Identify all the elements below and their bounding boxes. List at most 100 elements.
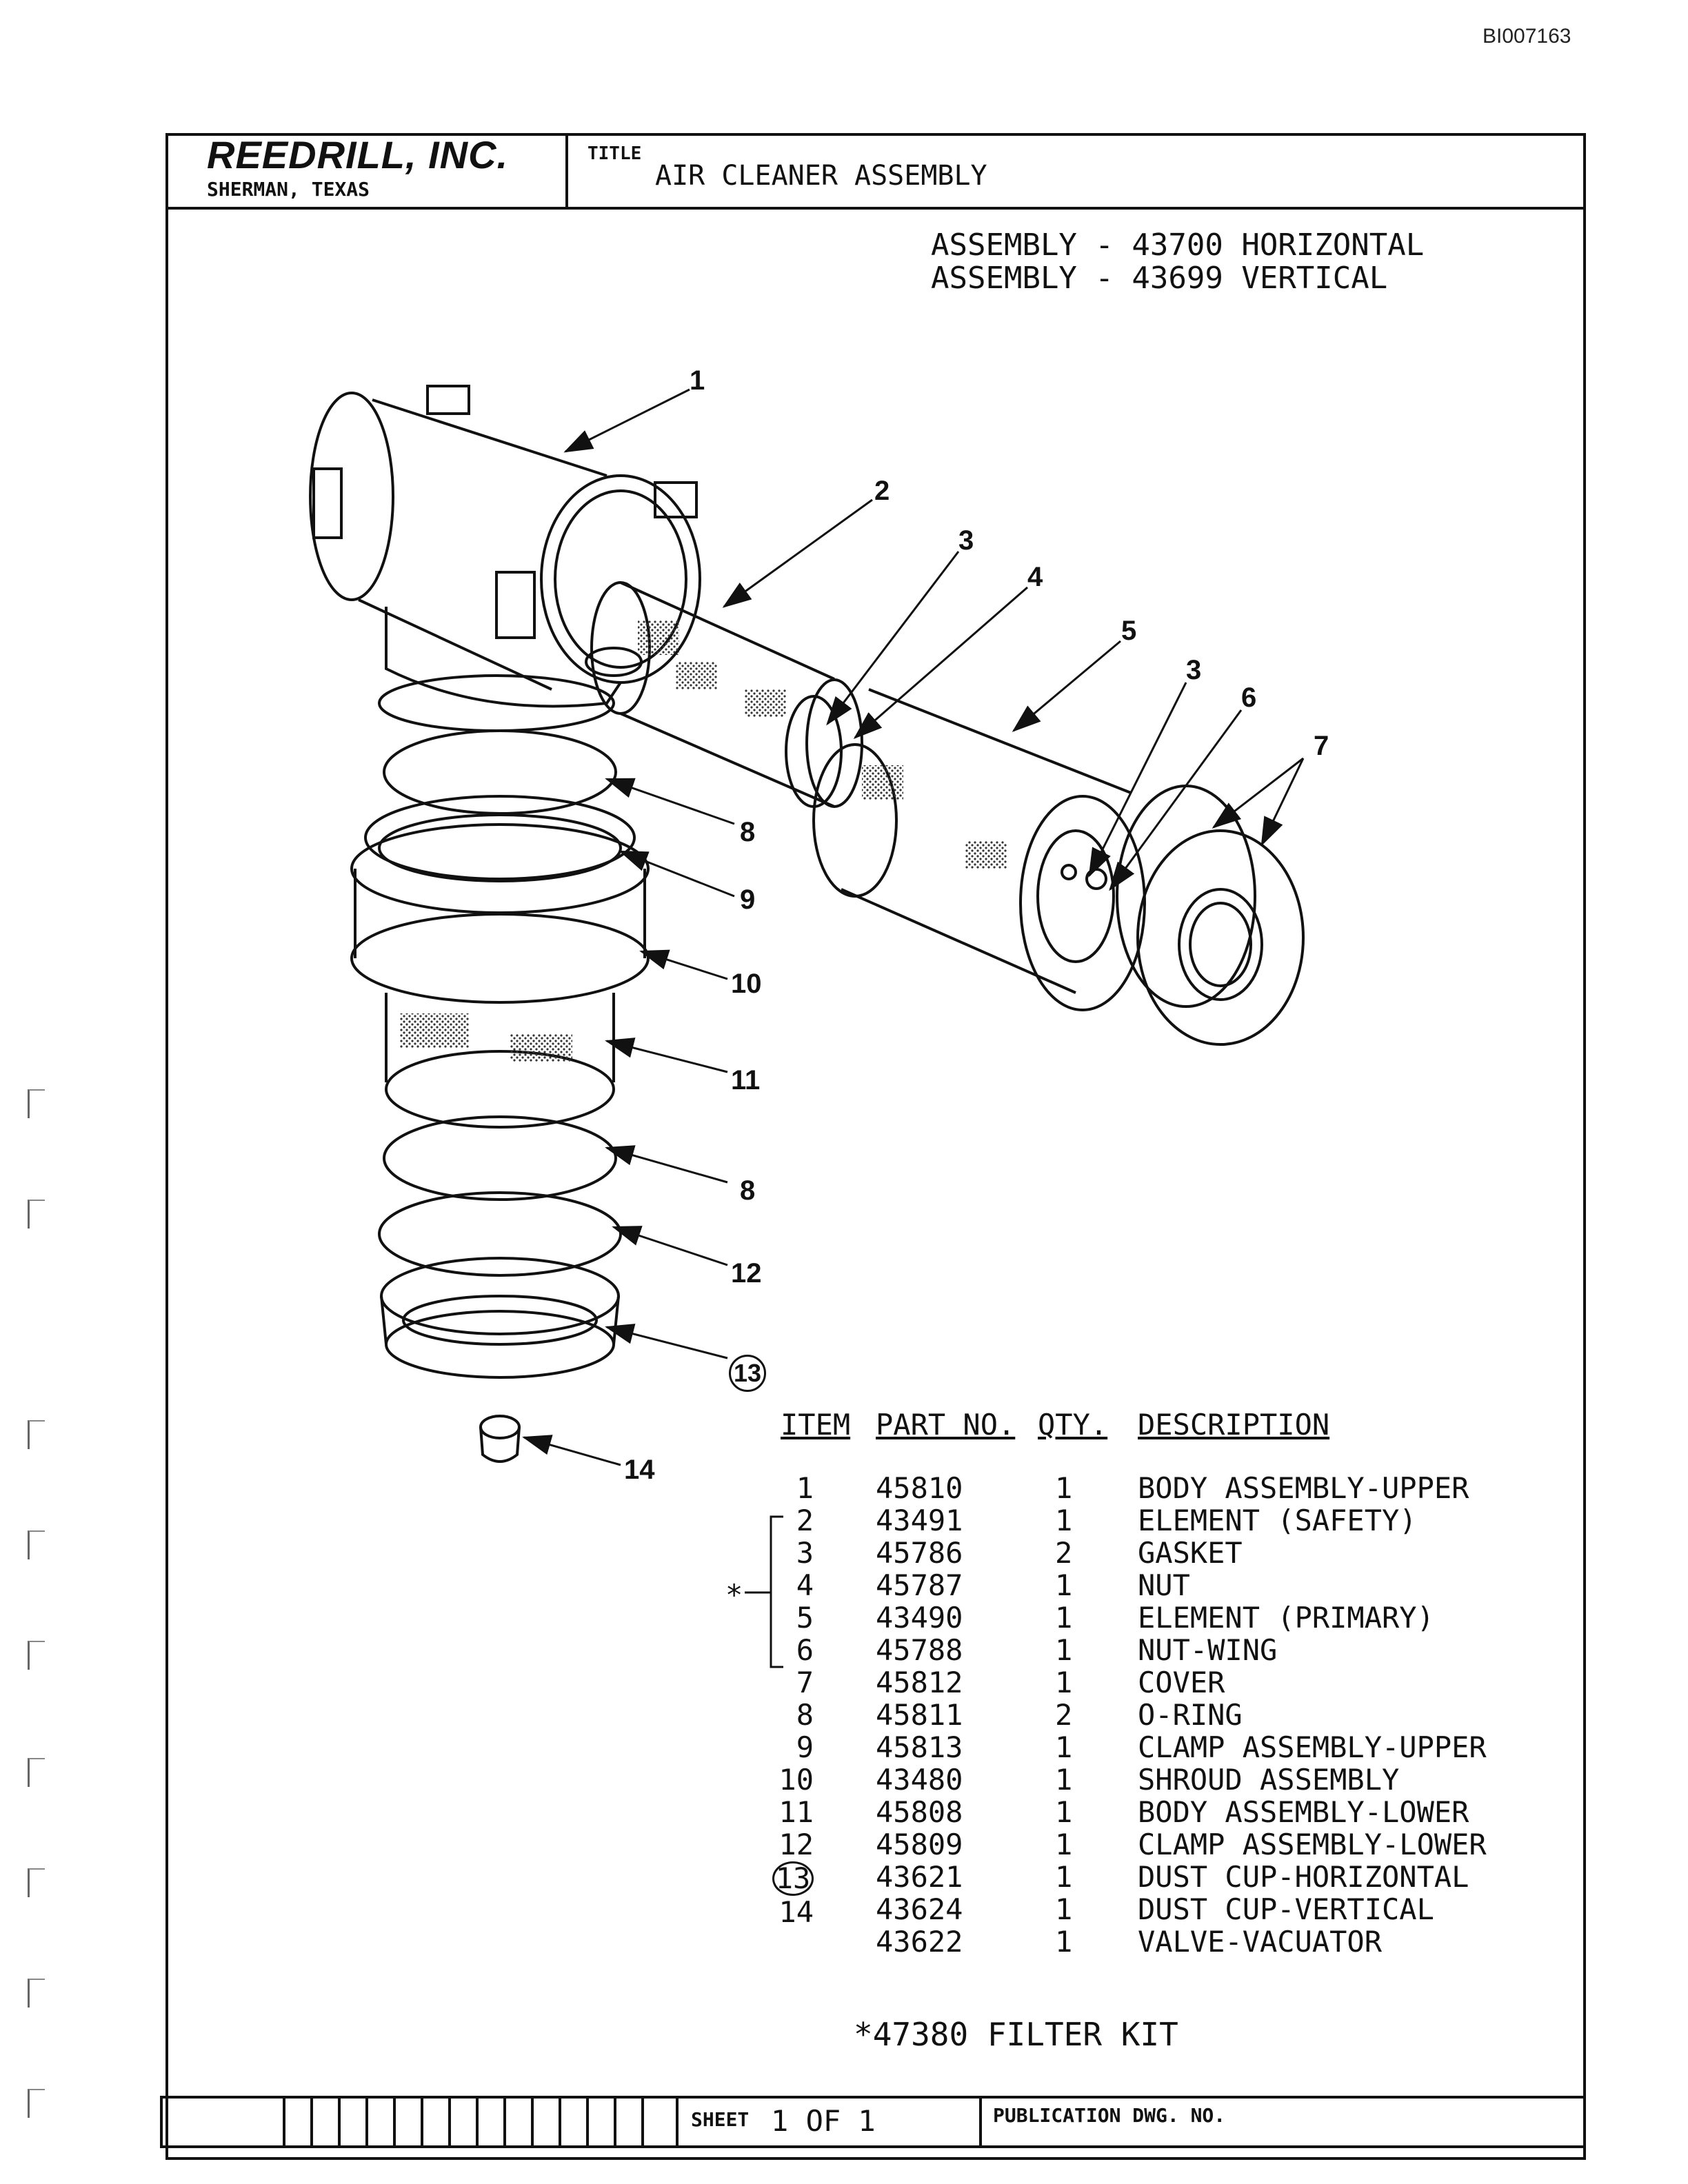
item-cell: 12 xyxy=(778,1828,814,1861)
qty-cell: 1 xyxy=(1055,1828,1073,1861)
item-cell: 9 xyxy=(796,1730,814,1764)
item-cell: 4 xyxy=(796,1568,814,1602)
callout-9: 9 xyxy=(740,884,756,915)
item-column: 1 2 3 4 5 6 7 8 9 10 11 12 13 14 xyxy=(772,1472,814,1928)
callout-8: 8 xyxy=(740,817,756,847)
callout-14: 14 xyxy=(624,1455,655,1485)
qty-cell: 1 xyxy=(1055,1892,1073,1926)
sheet-cell xyxy=(676,2096,979,2148)
qty-cell: 1 xyxy=(1055,1860,1073,1894)
part-cell: 45787 xyxy=(876,1568,963,1602)
desc-cell: NUT xyxy=(1138,1568,1190,1602)
part-cell: 43490 xyxy=(876,1601,963,1635)
revision-cell xyxy=(559,2096,586,2148)
callout-3: 3 xyxy=(958,525,974,556)
part-cell: 45811 xyxy=(876,1698,963,1732)
filter-kit-note: *47380 FILTER KIT xyxy=(854,2016,1178,2053)
revision-cell xyxy=(476,2096,503,2148)
part-cell: 45813 xyxy=(876,1730,963,1764)
margin-mark xyxy=(28,1758,45,1787)
desc-cell: SHROUD ASSEMBLY xyxy=(1138,1763,1400,1797)
part-cell: 45812 xyxy=(876,1666,963,1699)
desc-cell: O-RING xyxy=(1138,1698,1243,1732)
callout-4: 4 xyxy=(1027,562,1043,592)
callout-5: 5 xyxy=(1121,616,1137,646)
callout-7: 7 xyxy=(1314,731,1329,761)
qty-cell: 1 xyxy=(1055,1925,1073,1959)
desc-cell: CLAMP ASSEMBLY-UPPER xyxy=(1138,1730,1487,1764)
assembly-vertical: ASSEMBLY - 43699 VERTICAL xyxy=(931,261,1388,296)
pub-cell-divider xyxy=(979,2096,982,2148)
title-label: TITLE xyxy=(587,143,642,164)
qty-cell: 1 xyxy=(1055,1795,1073,1829)
revision-cell xyxy=(641,2096,669,2148)
col-header-part: PART NO. xyxy=(876,1408,1016,1442)
margin-mark xyxy=(28,2089,45,2118)
part-cell: 45788 xyxy=(876,1633,963,1667)
kit-marker: * xyxy=(725,1578,743,1612)
part-cell: 45809 xyxy=(876,1828,963,1861)
header-divider xyxy=(165,207,1586,210)
callout-10: 10 xyxy=(731,969,762,999)
item-cell: 11 xyxy=(778,1795,814,1829)
qty-cell: 1 xyxy=(1055,1471,1073,1505)
revision-cell xyxy=(586,2096,614,2148)
part-cell: 45786 xyxy=(876,1536,963,1570)
item-cell: 14 xyxy=(778,1895,814,1929)
revision-cell xyxy=(531,2096,559,2148)
item-cell: 2 xyxy=(796,1504,814,1537)
sheet-label: SHEET xyxy=(691,2108,750,2131)
revision-cell xyxy=(338,2096,365,2148)
drawing-title: AIR CLEANER ASSEMBLY xyxy=(655,160,987,192)
desc-cell: VALVE-VACUATOR xyxy=(1138,1925,1383,1959)
drawing-frame xyxy=(165,133,1586,2160)
upper-body-part xyxy=(309,385,701,732)
revision-cell xyxy=(365,2096,393,2148)
part-column: 45810 43491 45786 45787 43490 45788 4581… xyxy=(876,1472,963,1958)
desc-cell: BODY ASSEMBLY-LOWER xyxy=(1138,1795,1469,1829)
revision-cell xyxy=(421,2096,448,2148)
lower-stack-part xyxy=(350,729,650,1463)
margin-mark xyxy=(28,1420,45,1449)
sheet-number: 1 OF 1 xyxy=(771,2104,876,2138)
margin-mark xyxy=(28,1200,45,1228)
revision-cell xyxy=(503,2096,531,2148)
revision-cell xyxy=(614,2096,641,2148)
header-vertical-divider xyxy=(565,133,568,207)
callout-12: 12 xyxy=(731,1258,762,1288)
callout-1: 1 xyxy=(690,365,705,396)
callout-11: 11 xyxy=(731,1065,761,1095)
desc-cell: GASKET xyxy=(1138,1536,1243,1570)
item-cell: 10 xyxy=(778,1763,814,1797)
desc-cell: CLAMP ASSEMBLY-LOWER xyxy=(1138,1828,1487,1861)
item-cell-circled: 13 xyxy=(772,1861,814,1896)
margin-mark xyxy=(28,1641,45,1670)
margin-mark xyxy=(28,1868,45,1897)
description-column: BODY ASSEMBLY-UPPER ELEMENT (SAFETY) GAS… xyxy=(1138,1472,1487,1958)
qty-cell: 1 xyxy=(1055,1763,1073,1797)
qty-cell: 1 xyxy=(1055,1504,1073,1537)
company-name: REEDRILL, INC. xyxy=(207,133,509,176)
desc-cell: BODY ASSEMBLY-UPPER xyxy=(1138,1471,1469,1505)
qty-cell: 1 xyxy=(1055,1666,1073,1699)
company-location: SHERMAN, TEXAS xyxy=(207,178,370,201)
callout-13: 13 xyxy=(729,1355,766,1392)
qty-cell: 1 xyxy=(1055,1601,1073,1635)
item-cell: 5 xyxy=(796,1601,814,1635)
footer-strip xyxy=(160,2096,1586,2148)
part-cell: 43622 xyxy=(876,1925,963,1959)
col-header-item: ITEM xyxy=(781,1408,851,1442)
qty-cell: 2 xyxy=(1055,1536,1073,1570)
revision-cell xyxy=(310,2096,338,2148)
desc-cell: ELEMENT (SAFETY) xyxy=(1138,1504,1417,1537)
col-header-qty: QTY. xyxy=(1038,1408,1108,1442)
desc-cell: DUST CUP-VERTICAL xyxy=(1138,1892,1434,1926)
part-cell: 43480 xyxy=(876,1763,963,1797)
safety-element-part xyxy=(590,581,863,808)
revision-cell xyxy=(393,2096,421,2148)
col-header-description: DESCRIPTION xyxy=(1138,1408,1330,1442)
qty-cell: 1 xyxy=(1055,1633,1073,1667)
item-cell: 7 xyxy=(796,1666,814,1699)
part-cell: 43621 xyxy=(876,1860,963,1894)
